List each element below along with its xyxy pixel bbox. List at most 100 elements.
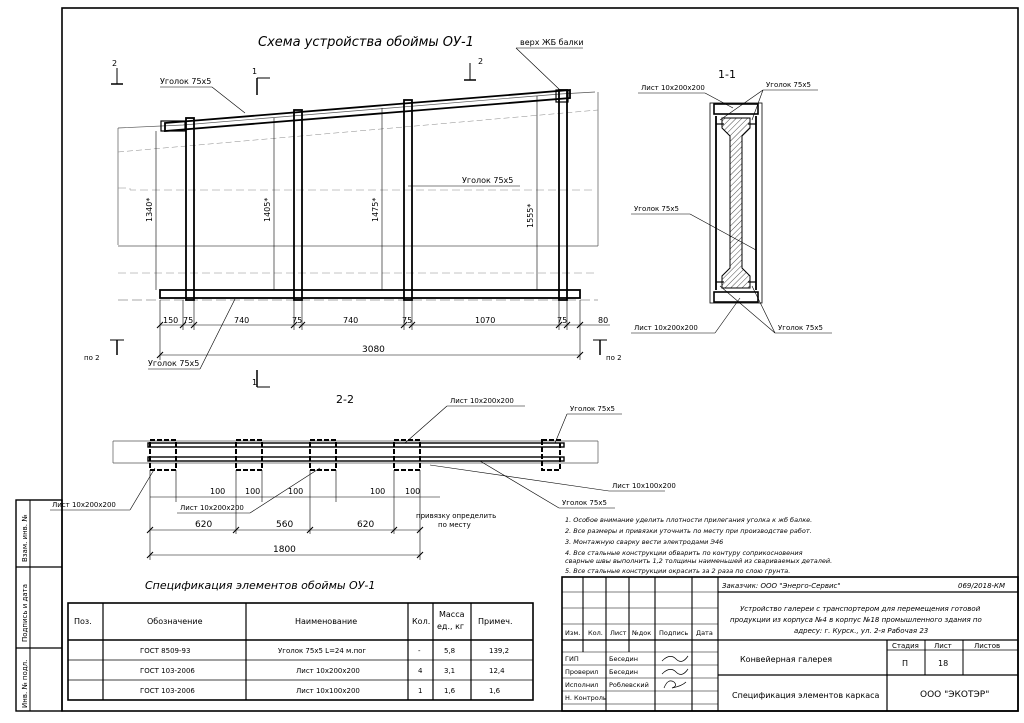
label-ugolok-mid: Уголок 75х5 [462,176,513,185]
dim-75-d: 75 [557,316,567,325]
col-ndok: №док [631,629,651,637]
side-inv-podl: Инв. № подл. [21,660,29,708]
section-11-title: 1-1 [718,68,736,81]
cell-kol: 4 [418,667,423,675]
note-privyazku-1: привязку определить [416,512,496,520]
label-22-list-mid: Лист 10х200х200 [180,504,244,512]
dim-1070: 1070 [475,316,495,325]
scheme-title: Схема устройства обоймы ОУ-1 [258,35,474,50]
stamp-sheet-name: Спецификация элементов каркаса [732,691,880,700]
th-massa-2: ед., кг [437,622,464,631]
dim-h1340: 1340* [145,198,154,222]
cell-naim: Уголок 75х5 L=24 м.пог [278,647,366,655]
note-5: 5. Все стальные конструкции окрасить за … [565,567,790,575]
title-block: Изм. Кол. Лист №док Подпись Дата ГИП Про… [561,576,1019,712]
stamp-project-1: Устройство галереи с транспортером для п… [740,605,981,613]
role-nkontrol: Н. Контроль [565,694,607,702]
role-gip: ГИП [565,655,579,663]
dim22-620-b: 620 [357,520,374,530]
dim22-100-c: 100 [288,487,303,496]
cell-massa: 5,8 [444,647,455,655]
dim-h1475: 1475* [371,198,380,222]
note-3: 3. Монтажную сварку вести электродами Э4… [565,538,723,546]
label-22-list-left: Лист 10х200х200 [52,501,116,509]
sheet-border [61,7,1019,712]
main-scheme: Схема устройства обоймы ОУ-1 1340* 1405*… [84,35,622,388]
dim22-100-e: 100 [405,487,420,496]
dim-3080: 3080 [362,345,385,355]
cut-2-right: 2 [478,57,483,66]
signature-gip [661,655,689,662]
side-vzam-inv: Взам. инв. № [21,514,29,562]
table-row: ГОСТ 8509-93 Уголок 75х5 L=24 м.пог - 5,… [140,647,509,655]
cell-prim: 12,4 [489,667,505,675]
name-ispolnil: Роблевский [609,681,649,689]
dim-75-a: 75 [183,316,193,325]
th-massa-1: Масса [439,610,465,619]
dim-75-b: 75 [292,316,302,325]
label-11-ugolok-mid: Уголок 75х5 [634,205,679,213]
name-proveril: Беседин [609,668,638,676]
section-22-title: 2-2 [336,393,354,406]
label-22-ugolok-bottom: Уголок 75х5 [562,499,607,507]
po2-right: по 2 [606,354,622,362]
side-podp-data: Подпись и дата [21,584,29,642]
dim22-560: 560 [276,520,293,530]
label-ugolok-bottom: Уголок 75х5 [148,359,199,368]
label-22-ugolok-top: Уголок 75х5 [570,405,615,413]
note-privyazku-2: по месту [438,521,471,529]
side-stamp: Инв. № подл. Подпись и дата Взам. инв. № [15,499,63,712]
label-11-ugolok-top: Уголок 75х5 [766,81,811,89]
spec-table: Спецификация элементов обоймы ОУ-1 Поз. … [67,579,534,701]
cell-oboz: ГОСТ 8509-93 [140,647,190,655]
dim22-100-a: 100 [210,487,225,496]
section-2-2: 2-2 Лист 10х200х200 Уголок 75х5 Лист 10х… [50,393,676,560]
dim-h1555: 1555* [526,204,535,228]
dim-h1405: 1405* [263,198,272,222]
label-ugolok-top: Уголок 75х5 [160,77,211,86]
spec-title: Спецификация элементов обоймы ОУ-1 [145,579,375,592]
cell-naim: Лист 10х100х200 [296,687,360,695]
cut-1-top: 1 [252,67,257,76]
col-data: Дата [696,629,713,637]
col-kol: Кол. [588,629,603,637]
stamp-list-value: 18 [938,659,948,668]
stamp-stadia-value: П [902,659,908,668]
th-prim: Примеч. [478,617,513,626]
label-22-list-100: Лист 10х100х200 [612,482,676,490]
col-list: Лист [610,629,627,637]
table-row: ГОСТ 103-2006 Лист 10х200х200 4 3,1 12,4 [140,667,505,675]
stamp-project-2: продукции из корпуса №4 в корпус №18 про… [730,616,982,624]
stamp-list-label: Лист [934,642,952,650]
name-gip: Беседин [609,655,638,663]
stamp-stadia-label: Стадия [892,642,919,650]
label-22-list-top: Лист 10х200х200 [450,397,514,405]
col-izm: Изм. [565,629,580,637]
stamp-project-3: адресу: г. Курск., ул. 2-я Рабочая 23 [794,627,928,635]
po2-left: по 2 [84,354,100,362]
cell-massa: 1,6 [444,687,456,695]
stamp-code: 069/2018-КМ [958,582,1005,590]
th-oboz: Обозначение [147,617,203,626]
note-1: 1. Особое внимание уделить плотности при… [565,516,812,524]
cut-1-bottom: 1 [252,378,257,387]
signature-ispolnil [663,680,687,689]
cell-oboz: ГОСТ 103-2006 [140,667,195,675]
dim-80: 80 [598,316,608,325]
cell-kol: 1 [418,687,422,695]
dim22-100-b: 100 [245,487,260,496]
cell-oboz: ГОСТ 103-2006 [140,687,195,695]
dim22-1800: 1800 [273,545,296,555]
signature-proveril [661,668,689,675]
dim-740-a: 740 [234,316,249,325]
section-1-1: 1-1 Лист 10х200х200 Уголок 75х5 Уголок 7… [631,68,832,334]
cell-massa: 3,1 [444,667,455,675]
th-kol: Кол. [412,617,430,626]
label-11-list-top: Лист 10х200х200 [641,84,705,92]
cell-kol: - [418,647,421,655]
stamp-company: ООО "ЭКОТЭР" [920,690,989,700]
stamp-customer: Заказчик: ООО "Энерго-Сервис" [722,582,841,590]
cell-prim: 1,6 [489,687,501,695]
dim22-100-d: 100 [370,487,385,496]
